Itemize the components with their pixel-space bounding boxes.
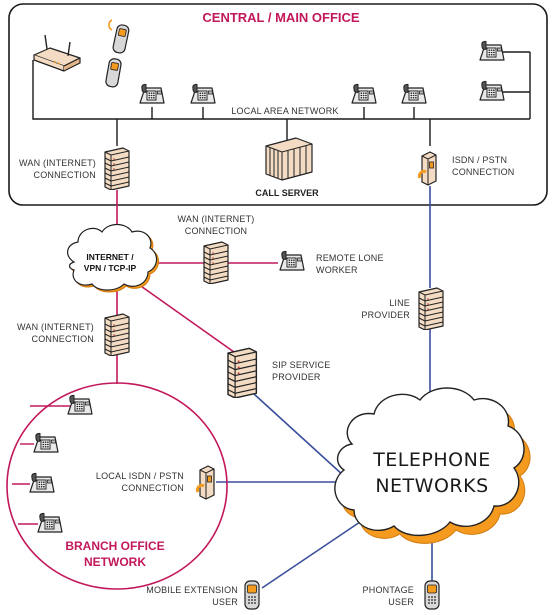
remote-worker-label-2: WORKER	[316, 265, 358, 275]
sip-label-1: SIP SERVICE	[272, 360, 330, 370]
isdn-gateway-icon	[418, 150, 438, 186]
remote-wan-server-icon	[203, 241, 229, 284]
line-provider-label-2: PROVIDER	[361, 310, 410, 320]
branch-wan-label-1: WAN (INTERNET)	[17, 322, 94, 332]
remote-wan-label-2: CONNECTION	[185, 226, 248, 236]
cordless-phone-icon	[105, 19, 130, 88]
telephone-cloud-label-1: TELEPHONE	[372, 449, 491, 471]
call-server-label: CALL SERVER	[255, 188, 319, 198]
local-isdn-label-2: CONNECTION	[122, 483, 185, 493]
branch-office-circle	[6, 382, 228, 590]
internet-cloud-label-1: INTERNET /	[86, 252, 134, 262]
internet-to-sip-link	[137, 283, 235, 353]
sip-label-2: PROVIDER	[272, 372, 321, 382]
central-wan-label-2: CONNECTION	[34, 170, 97, 180]
mobile-to-telephone-link	[261, 521, 361, 589]
telephone-cloud-icon	[334, 387, 531, 544]
line-provider-server-icon	[418, 287, 444, 330]
phontage-label-2: USER	[388, 597, 414, 607]
mobile-label-1: MOBILE EXTENSION	[146, 585, 238, 595]
local-isdn-gateway-icon	[196, 464, 216, 500]
branch-desk-phone-icon	[29, 472, 55, 493]
branch-title-2: NETWORK	[84, 555, 146, 569]
internet-cloud-label-2: VPN / TCP-IP	[84, 263, 137, 273]
remote-wan-label-1: WAN (INTERNET)	[178, 214, 255, 224]
call-server-icon	[265, 137, 313, 181]
phontage-phone-icon	[424, 580, 440, 610]
central-office-frame	[8, 3, 548, 206]
internet-cloud-icon	[67, 223, 159, 293]
branch-wan-server-icon	[104, 313, 130, 356]
branch-title-1: BRANCH OFFICE	[65, 539, 164, 553]
central-office-title: CENTRAL / MAIN OFFICE	[202, 10, 360, 25]
sip-provider-server-icon	[227, 347, 258, 398]
branch-desk-phone-icon	[67, 394, 93, 415]
telephone-cloud-label-2: NETWORKS	[375, 475, 488, 497]
phontage-label-1: PHONTAGE	[363, 585, 414, 595]
line-provider-label-1: LINE	[389, 298, 410, 308]
lan-backbone	[32, 51, 531, 146]
mobile-phone-icon	[244, 580, 260, 610]
sip-to-telephone-link	[253, 393, 345, 477]
remote-worker-label-1: REMOTE LONE	[316, 253, 384, 263]
central-wan-label-1: WAN (INTERNET)	[19, 158, 96, 168]
branch-desk-phone-icon	[33, 432, 59, 453]
branch-wan-label-2: CONNECTION	[32, 334, 95, 344]
wireless-router-icon	[33, 34, 81, 72]
mobile-label-2: USER	[212, 597, 238, 607]
lan-label: LOCAL AREA NETWORK	[231, 106, 338, 116]
branch-desk-phone-icon	[37, 512, 63, 533]
local-isdn-label-1: LOCAL ISDN / PSTN	[96, 471, 184, 481]
wan-server-icon	[104, 147, 130, 190]
remote-desk-phone-icon	[279, 250, 305, 271]
central-isdn-label-1: ISDN / PSTN	[452, 155, 507, 165]
central-isdn-label-2: CONNECTION	[452, 167, 515, 177]
